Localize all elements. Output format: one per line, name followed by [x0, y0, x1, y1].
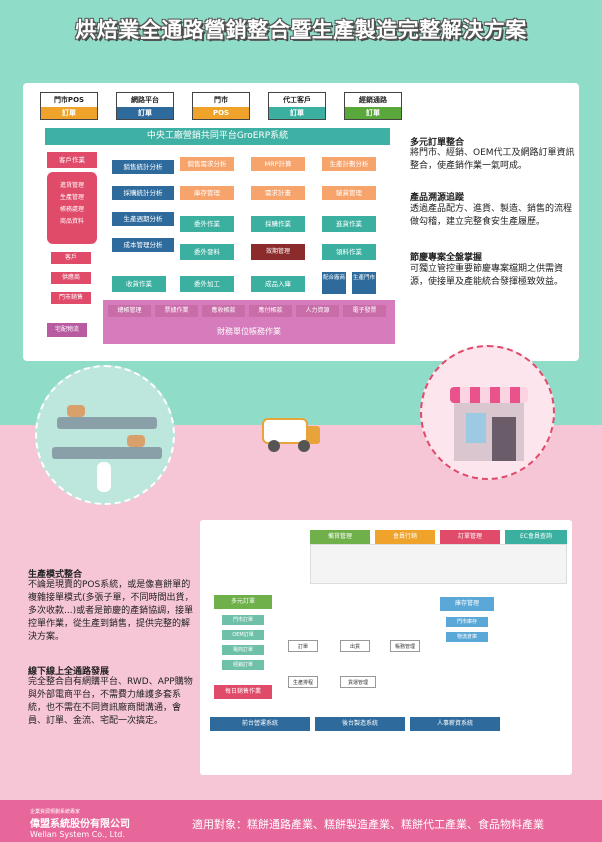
feature-text: 將門市、經銷、OEM代工及網路訂單資訊整合，使產銷作業一氣呵成。 [410, 148, 575, 171]
finance-module: 票據作業 [155, 305, 198, 317]
shop-illustration [420, 345, 555, 480]
channel-type: 訂單 [117, 107, 173, 119]
left-col-header: 多元訂單 [214, 595, 272, 609]
channel-box: 門市 POS [192, 92, 250, 120]
channel-type: 訂單 [345, 107, 401, 119]
delivery-truck-icon [262, 410, 322, 452]
finance-module: 應收帳款 [202, 305, 245, 317]
process-node: 委外發料 [180, 244, 234, 260]
analysis-item: 生產週期分析 [112, 212, 174, 226]
company-name: 偉盟系統股份有限公司 [30, 819, 130, 830]
left-item-supplier: 供應商 [51, 272, 91, 284]
diagram-group-header: EC會員查詢 [505, 530, 567, 544]
channel-box: 門市POS 訂單 [40, 92, 98, 120]
process-node: 庫存管理 [180, 186, 234, 200]
channel-name: 經銷通路 [359, 96, 387, 104]
mid-node: 貨運管理 [340, 676, 376, 688]
delivery-label: 宅配物流 [47, 323, 87, 337]
analysis-item: 成本管理分析 [112, 238, 174, 252]
expiry-node: 效期管理 [251, 244, 305, 260]
process-node: 銷售需求分析 [180, 157, 234, 171]
left-col-item: 門市訂單 [222, 615, 264, 625]
feature-heading: 多元訂單整合 [410, 138, 465, 148]
diagram-group-area [310, 544, 567, 584]
left-item: 客戶作業 [47, 152, 97, 168]
channel-type: 訂單 [269, 107, 325, 119]
feature-text: 可獨立管控重要節慶專案檔期之供需資源，使接單及產能統合發揮極致效益。 [410, 264, 564, 287]
footer-system: 後台製造系統 [315, 717, 405, 731]
analysis-item: 採購統計分析 [112, 186, 174, 200]
process-node: 採購作業 [251, 216, 305, 232]
daily-sales-label: 每日銷售作業 [214, 685, 272, 699]
bottom-heading: 生產模式整合 [28, 570, 83, 580]
left-col-item: OEM訂單 [222, 630, 264, 640]
left-item-store: 門市銷售 [51, 292, 91, 304]
diagram-group-header: 會員行銷 [375, 530, 435, 544]
right-col-item: 物流倉庫 [446, 632, 488, 642]
diagram-group-header: 訂單管理 [440, 530, 500, 544]
process-node: 需求計畫 [251, 186, 305, 200]
mid-node: 帳務管理 [390, 640, 420, 652]
finance-module: 應付帳款 [249, 305, 292, 317]
central-platform-bar: 中央工廠營銷共同平台GroERP系統 [45, 128, 390, 145]
channel-type: 訂單 [41, 107, 97, 119]
process-node: 收貨作業 [112, 276, 166, 292]
diagram-group-header: 備貨管理 [310, 530, 370, 544]
process-node: 生產計劃分析 [322, 157, 376, 171]
footer-system: 前台營運系統 [210, 717, 310, 731]
finance-bar: 財務單位帳務作業 [217, 327, 281, 336]
process-node: 領料作業 [322, 244, 376, 260]
channel-name: 門市 [214, 96, 228, 104]
footer-system: 人事薪資系統 [410, 717, 500, 731]
channel-type: POS [193, 107, 249, 119]
process-node: MRP計算 [251, 157, 305, 171]
process-node: 委外作業 [180, 216, 234, 232]
channel-name: 網路平台 [131, 96, 159, 104]
left-col-item: 電商訂單 [222, 645, 264, 655]
right-col-item: 門市庫存 [446, 617, 488, 627]
process-node: 驗貨管理 [322, 186, 376, 200]
company-tagline: 企業資源規劃系統專家 [30, 809, 81, 815]
page-title: 烘焙業全通路營銷整合暨生產製造完整解決方案 [75, 18, 527, 42]
channel-box: 網路平台訂單 [116, 92, 174, 120]
finance-module: 電子發票 [343, 305, 386, 317]
process-node: 委外加工 [180, 276, 234, 292]
bottom-paragraph: 不論是現賣的POS系統，或是像喜餅單的複雜接單模式(多張子單，不同時間出貨，多次… [28, 580, 194, 642]
mid-node: 出貨 [340, 640, 370, 652]
analysis-item: 銷售統計分析 [112, 160, 174, 174]
target-industries: 適用對象：糕餅通路產業、糕餅製造產業、糕餅代工產業、食品物料產業 [192, 818, 544, 831]
left-db-items: 進貨管理生產管理帳務處理商品資料 [59, 182, 84, 225]
left-col-item: 經銷訂單 [222, 660, 264, 670]
mid-node: 生產排程 [288, 676, 318, 688]
process-node: 進貨作業 [322, 216, 376, 232]
bottom-paragraph: 完全整合自有網購平台、RWD、APP購物與外部電商平台，不需費力維護多套系統，也… [28, 677, 193, 726]
company-english-name: Wellan System Co., Ltd. [30, 830, 125, 839]
factory-illustration [35, 365, 175, 505]
bottom-heading: 線下線上全通路發展 [28, 667, 110, 677]
left-db-cylinder [47, 172, 97, 244]
store-box: 生產門市 [352, 272, 376, 294]
channel-box: 代工客戶訂單 [268, 92, 326, 120]
company-info: 企業資源規劃系統專家 偉盟系統股份有限公司 Wellan System Co.,… [30, 808, 130, 839]
channel-box: 經銷通路訂單 [344, 92, 402, 120]
channel-name: 代工客戶 [283, 96, 311, 104]
right-col-header: 庫存管理 [440, 597, 494, 611]
footer-bar [0, 800, 602, 842]
feature-heading: 節慶專案全盤掌握 [410, 253, 483, 263]
feature-heading: 產品溯源追蹤 [410, 193, 465, 203]
finance-module: 總帳管理 [108, 305, 151, 317]
finance-module: 人力資源 [296, 305, 339, 317]
partner-box: 配合廠商 [322, 272, 346, 294]
channel-name: 門市POS [53, 96, 85, 104]
process-node: 成品入庫 [251, 276, 305, 292]
feature-text: 透過產品配方、進貨、製造、銷售的流程做勾稽，建立完整食安生產履歷。 [410, 204, 573, 227]
mid-node: 訂單 [288, 640, 318, 652]
left-item-customer: 客戶 [51, 252, 91, 264]
